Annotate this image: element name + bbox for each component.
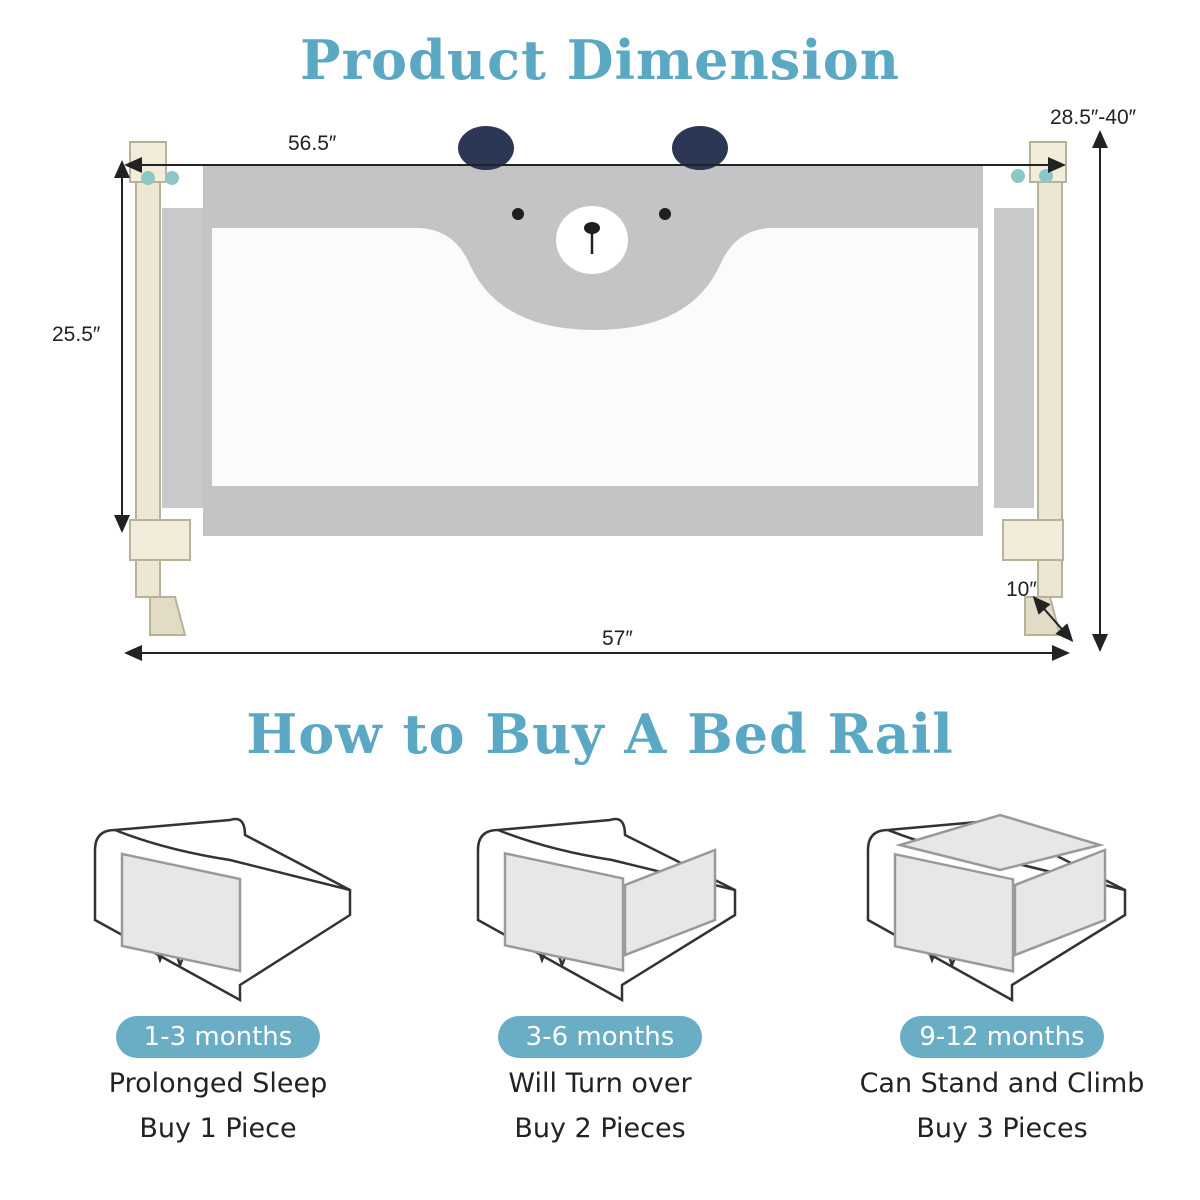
right-side-flap bbox=[994, 208, 1034, 508]
option-card-3: 9-12 months Can Stand and Climb Buy 3 Pi… bbox=[812, 1016, 1192, 1144]
stage-text: Can Stand and Climb bbox=[859, 1068, 1145, 1099]
bed-illustrations bbox=[93, 813, 1127, 1003]
stage-text: Will Turn over bbox=[508, 1068, 692, 1099]
bed-rail-illustration bbox=[114, 126, 1108, 661]
total-width-label: 57″ bbox=[602, 627, 633, 650]
age-badge: 3-6 months bbox=[498, 1016, 702, 1058]
left-side-flap bbox=[162, 208, 208, 508]
bed-illustration-1 bbox=[93, 817, 352, 1003]
left-post bbox=[129, 141, 191, 636]
product-dimension-title: Product Dimension bbox=[299, 28, 900, 92]
panel-height-label: 25.5″ bbox=[52, 323, 101, 346]
stage-text: Prolonged Sleep bbox=[108, 1068, 328, 1099]
foot-depth-arrow bbox=[1032, 596, 1074, 642]
bear-face bbox=[512, 206, 671, 274]
bed-illustration-3 bbox=[866, 813, 1127, 1003]
buy-text: Buy 2 Pieces bbox=[514, 1113, 686, 1144]
height-range-label: 28.5″-40″ bbox=[1050, 106, 1137, 129]
age-badge: 9-12 months bbox=[900, 1016, 1104, 1058]
buy-text: Buy 1 Piece bbox=[139, 1113, 297, 1144]
option-card-2: 3-6 months Will Turn over Buy 2 Pieces bbox=[410, 1016, 790, 1144]
how-to-buy-title: How to Buy A Bed Rail bbox=[246, 702, 954, 766]
buy-text: Buy 3 Pieces bbox=[916, 1113, 1088, 1144]
option-card-1: 1-3 months Prolonged Sleep Buy 1 Piece bbox=[28, 1016, 408, 1144]
top-width-label: 56.5″ bbox=[288, 132, 337, 155]
foot-depth-label: 10″ bbox=[1006, 578, 1037, 601]
bed-illustration-2 bbox=[476, 817, 737, 1003]
age-badge: 1-3 months bbox=[116, 1016, 320, 1058]
